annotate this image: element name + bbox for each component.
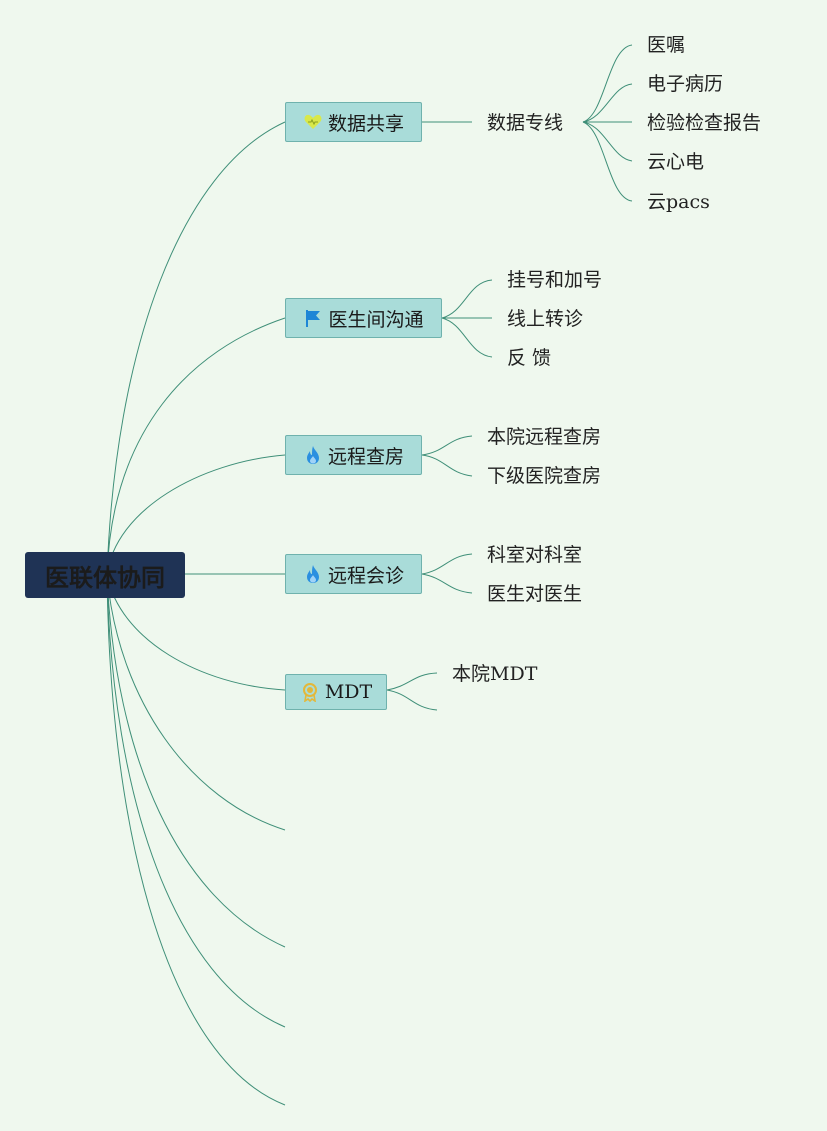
branch-doctor-communication[interactable]: 医生间沟通 bbox=[285, 298, 442, 338]
connector-mdt-item-2 bbox=[386, 689, 438, 711]
branch-mdt-label: MDT bbox=[324, 681, 373, 703]
leaf-item[interactable]: 云pacs bbox=[647, 191, 710, 213]
branch-remote-rounds[interactable]: 远程查房 bbox=[285, 435, 422, 475]
connector-root-remote-rounds bbox=[106, 454, 286, 576]
connector-sub-item-2 bbox=[582, 83, 633, 123]
leaf-item[interactable]: 线上转诊 bbox=[507, 308, 584, 330]
connector-sub-item-5 bbox=[582, 121, 633, 202]
root-label: 医联体协同 bbox=[45, 563, 165, 592]
leaf-item[interactable]: 反 馈 bbox=[507, 347, 552, 369]
leaf-item[interactable]: 电子病历 bbox=[647, 73, 724, 95]
connector-root-empty-1 bbox=[106, 574, 286, 831]
leaf-item[interactable]: 科室对科室 bbox=[487, 544, 583, 566]
branch-data-sharing-label: 数据共享 bbox=[327, 112, 404, 135]
connector-root-empty-2 bbox=[106, 574, 286, 948]
branch-remote-consultation[interactable]: 远程会诊 bbox=[285, 554, 422, 594]
branch-doctor-communication-label: 医生间沟通 bbox=[328, 308, 424, 331]
connector-consult-item-1 bbox=[421, 553, 473, 575]
branch-remote-rounds-label: 远程查房 bbox=[327, 445, 404, 468]
connector-root-doctor-comm bbox=[106, 317, 286, 576]
connector-rounds-item-2 bbox=[421, 454, 473, 477]
connector-root-empty-3 bbox=[106, 574, 286, 1028]
leaf-item[interactable]: 本院MDT bbox=[452, 663, 538, 685]
connector-sub-item-1 bbox=[582, 44, 633, 123]
leaf-item[interactable]: 医嘱 bbox=[647, 34, 686, 56]
connector-root-mdt bbox=[106, 574, 286, 691]
connector-root-empty-4 bbox=[106, 574, 286, 1106]
flag-icon bbox=[303, 308, 323, 328]
connector-root-data-sharing bbox=[106, 121, 286, 576]
flame-icon bbox=[303, 445, 323, 465]
branch-data-sharing[interactable]: 数据共享 bbox=[285, 102, 422, 142]
leaf-item[interactable]: 云心电 bbox=[647, 151, 705, 173]
flame-icon bbox=[303, 564, 323, 584]
connector-rounds-item-1 bbox=[421, 435, 473, 456]
leaf-item[interactable]: 检验检查报告 bbox=[647, 112, 762, 134]
heart-icon bbox=[303, 112, 323, 132]
connector-sub-item-4 bbox=[582, 121, 633, 162]
connector-comm-item-3 bbox=[441, 317, 493, 358]
award-icon bbox=[300, 682, 320, 702]
leaf-item[interactable]: 本院远程查房 bbox=[487, 426, 602, 448]
leaf-item[interactable]: 下级医院查房 bbox=[487, 465, 602, 487]
connector-comm-item-1 bbox=[441, 279, 493, 319]
leaf-item[interactable]: 挂号和加号 bbox=[507, 269, 603, 291]
sub-node-data-line[interactable]: 数据专线 bbox=[487, 112, 564, 134]
connector-mdt-item-1 bbox=[386, 672, 438, 691]
leaf-item[interactable]: 医生对医生 bbox=[487, 583, 583, 605]
connector-consult-item-2 bbox=[421, 573, 473, 594]
branch-remote-consultation-label: 远程会诊 bbox=[327, 564, 404, 587]
root-node[interactable]: 医联体协同 bbox=[25, 552, 185, 598]
branch-mdt[interactable]: MDT bbox=[285, 674, 387, 710]
